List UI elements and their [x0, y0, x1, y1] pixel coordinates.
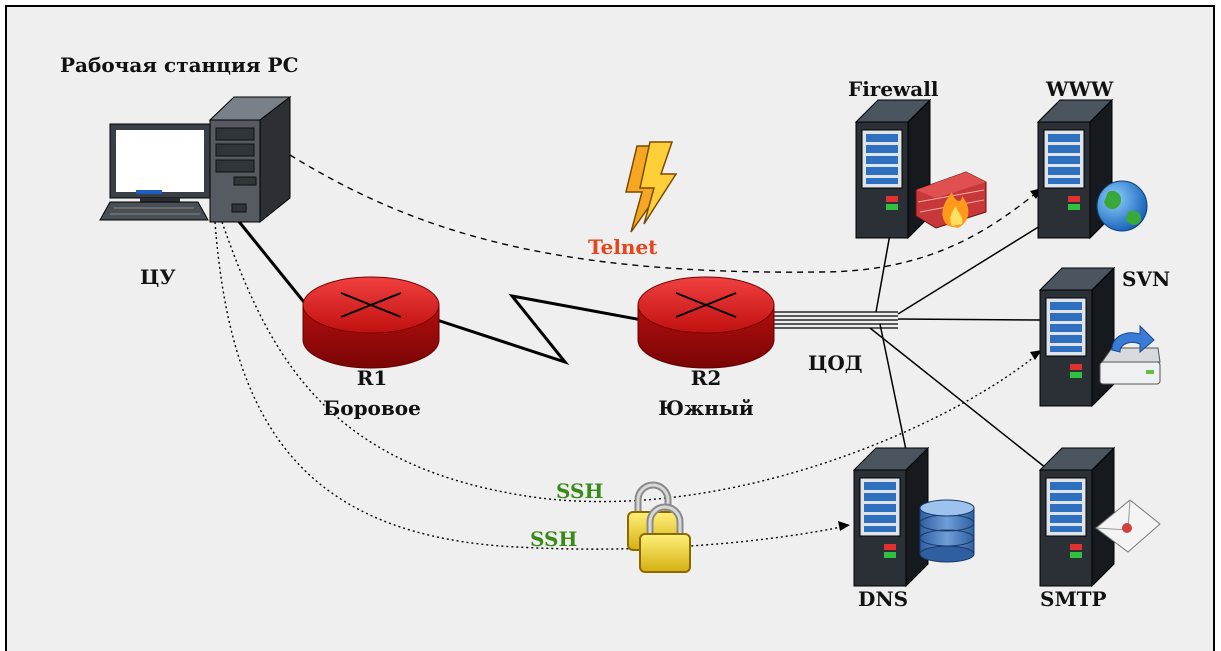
lightning-icon — [625, 141, 678, 233]
diagram-background — [5, 5, 1215, 651]
ssh-path-dns — [214, 221, 847, 550]
brick-wall-fire-icon — [915, 171, 987, 229]
link-to-firewall — [875, 233, 891, 313]
link-to-svn — [897, 318, 1041, 321]
drive-download-icon — [1099, 324, 1161, 385]
link-r1-r2-wan — [436, 293, 643, 366]
database-icon — [919, 499, 975, 563]
globe-icon — [1096, 180, 1148, 232]
smtp-label: SMTP — [1040, 587, 1107, 611]
www-label: WWW — [1045, 77, 1114, 101]
r1-name-label: R1 — [357, 366, 388, 390]
link-to-smtp — [869, 327, 1047, 469]
link-r2-bundle — [770, 311, 898, 329]
envelope-icon — [1095, 499, 1161, 553]
link-to-www — [897, 225, 1041, 315]
ssh-path-svn — [221, 221, 1041, 503]
r2-name-label: R2 — [691, 366, 722, 390]
dns-label: DNS — [858, 587, 908, 611]
smtp-server-icon — [1039, 447, 1115, 587]
telnet-label: Telnet — [588, 235, 658, 259]
dns-server-icon — [853, 447, 929, 587]
workstation-icon — [99, 95, 292, 224]
router-r2-icon — [637, 276, 775, 369]
ssh-label-upper: SSH — [556, 479, 603, 503]
workstation-label: Рабочая станция PC — [60, 53, 299, 77]
r1-location-label: Боровое — [323, 396, 421, 420]
link-pc-r1 — [226, 207, 314, 313]
router-r1-icon — [302, 276, 440, 369]
control-center-label: ЦУ — [140, 265, 176, 289]
link-to-dns — [879, 323, 907, 451]
connections — [214, 154, 1047, 550]
r2-location-label: Южный — [658, 396, 754, 420]
svn-label: SVN — [1122, 267, 1170, 291]
firewall-label: Firewall — [848, 77, 939, 101]
data-center-label: ЦОД — [808, 351, 863, 375]
ssh-label-lower: SSH — [530, 527, 577, 551]
svn-server-icon — [1039, 267, 1115, 407]
